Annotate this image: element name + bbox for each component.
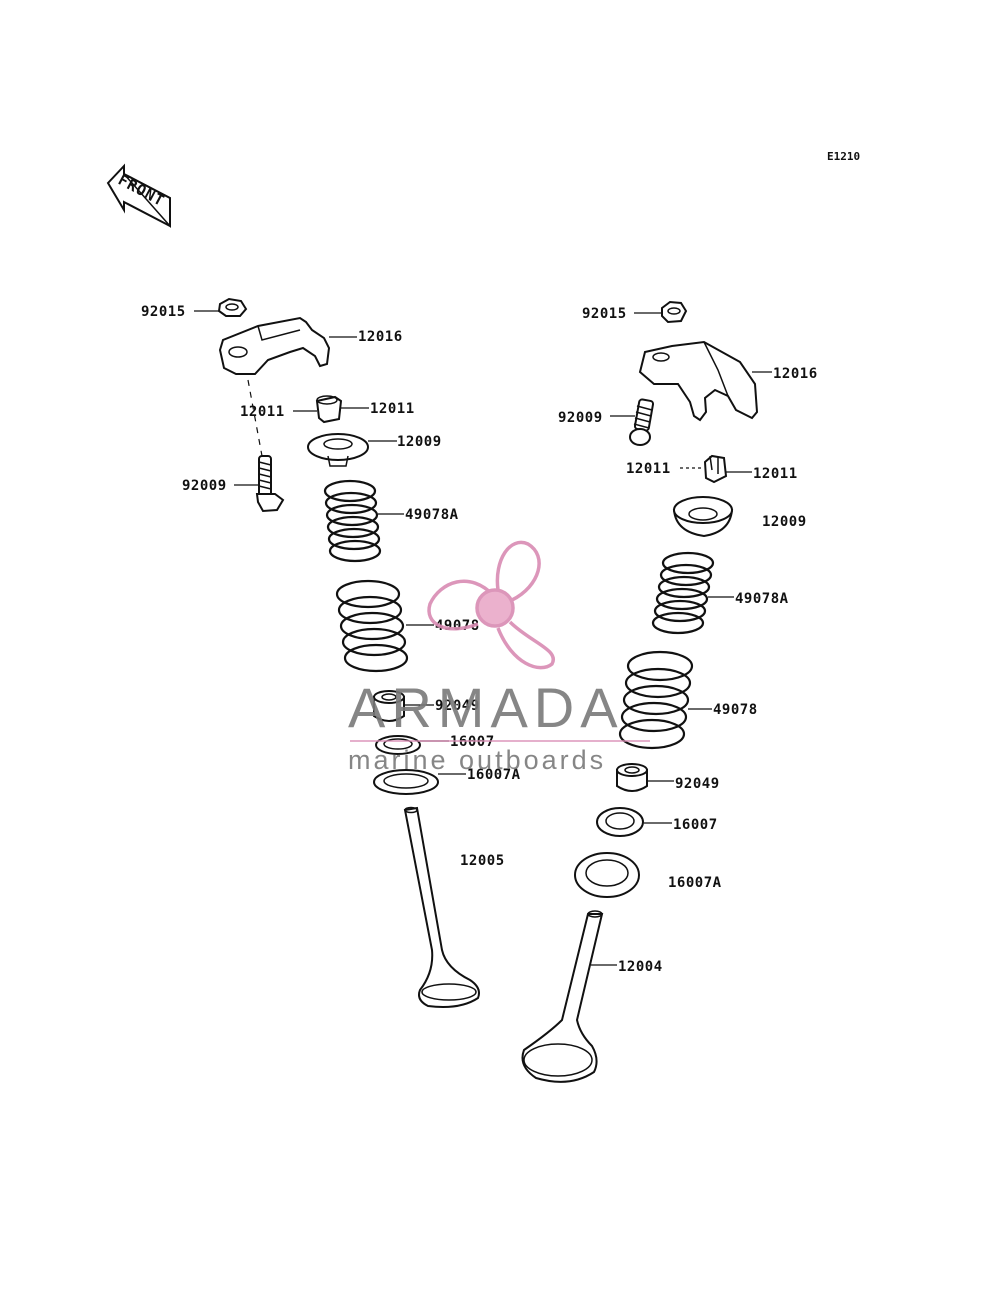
left-oil-seal [373, 690, 405, 722]
left-adjust-screw-label: 92009 [182, 478, 227, 494]
right-inner-spring [651, 551, 715, 635]
right-valve [521, 910, 604, 1083]
left-adjust-screw [255, 455, 285, 513]
right-nut-label: 92015 [582, 306, 627, 322]
right-spring-seat [596, 807, 644, 837]
right-rocker-arm-label: 12016 [773, 366, 818, 382]
right-outer-spring [618, 650, 694, 750]
left-rocker-arm-label: 12016 [358, 329, 403, 345]
right-outer-spring-label: 49078 [713, 702, 758, 718]
right-oil-seal-label: 92049 [675, 776, 720, 792]
left-spring-seat-label: 16007 [450, 734, 495, 750]
right-spring-seat-lower-label: 16007A [668, 875, 722, 891]
right-nut [661, 300, 688, 324]
front-arrow-icon: FRONT [106, 163, 171, 228]
left-nut [217, 297, 248, 317]
right-tappet-pin-right-label: 12011 [753, 466, 798, 482]
propeller-icon [427, 540, 556, 670]
left-outer-spring [335, 579, 409, 673]
left-tappet-pin-right-label: 12011 [370, 401, 415, 417]
right-adjust-screw [629, 398, 655, 446]
right-adjust-screw-label: 92009 [558, 410, 603, 426]
left-valve-label: 12005 [460, 853, 505, 869]
left-spring-seat-lower-label: 16007A [467, 767, 521, 783]
left-retainer-label: 12009 [397, 434, 442, 450]
right-retainer-label: 12009 [762, 514, 807, 530]
right-oil-seal [616, 763, 648, 792]
armada-logo: ARMADA marine outboards [348, 540, 650, 775]
right-spring-seat-lower [574, 852, 640, 898]
right-rocker-arm [638, 340, 759, 422]
right-inner-spring-label: 49078A [735, 591, 789, 607]
diagram-code: E1210 [827, 150, 860, 163]
right-retainer [672, 496, 734, 538]
left-valve [403, 806, 480, 1008]
left-inner-spring [323, 479, 382, 563]
left-outer-spring-label: 49078 [435, 618, 480, 634]
left-retainer [307, 433, 369, 467]
left-tappet-pin [315, 395, 343, 424]
right-valve-label: 12004 [618, 959, 663, 975]
left-nut-label: 92015 [141, 304, 186, 320]
left-oil-seal-label: 92049 [435, 698, 480, 714]
left-rocker-arm [218, 316, 331, 375]
watermark-tagline: marine outboards [348, 745, 606, 775]
left-tappet-pin-left-label: 12011 [240, 404, 285, 420]
watermark-brand: ARMADA [348, 676, 624, 739]
right-spring-seat-label: 16007 [673, 817, 718, 833]
left-inner-spring-label: 49078A [405, 507, 459, 523]
right-tappet-pin [703, 454, 728, 484]
right-tappet-pin-left-label: 12011 [626, 461, 671, 477]
left-spring-seat-lower [373, 769, 439, 795]
